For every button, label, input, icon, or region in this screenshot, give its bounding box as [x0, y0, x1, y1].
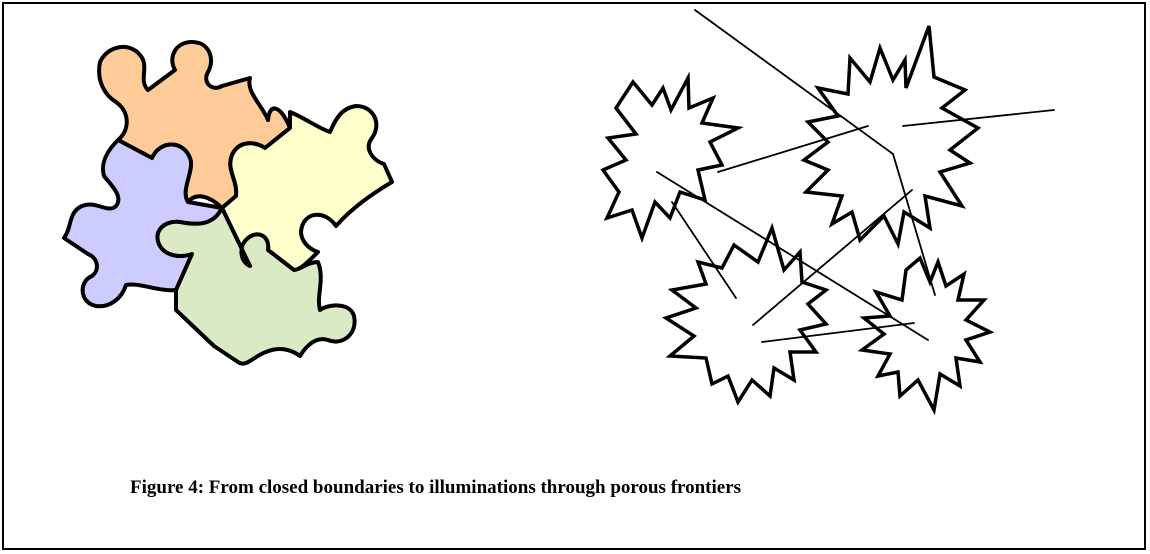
starburst-upper-right [800, 25, 982, 250]
connection-line [694, 9, 894, 155]
puzzle-piece-bottom [155, 206, 357, 366]
connection-lines [656, 9, 1055, 343]
puzzle-illustration [62, 40, 394, 366]
connection-line [752, 189, 913, 326]
starburst-lower-left [661, 222, 830, 406]
connection-line [761, 322, 915, 343]
starburst-upper-left [600, 71, 744, 244]
starburst-lower-right [857, 255, 995, 416]
puzzle-piece-right [220, 104, 394, 272]
connection-line [656, 171, 929, 341]
illumination-illustration [600, 9, 1055, 416]
connection-line [717, 125, 869, 173]
connection-line [892, 153, 936, 296]
figure-caption: Figure 4: From closed boundaries to illu… [130, 477, 742, 498]
connection-line [902, 109, 1055, 127]
connection-line [671, 201, 737, 299]
